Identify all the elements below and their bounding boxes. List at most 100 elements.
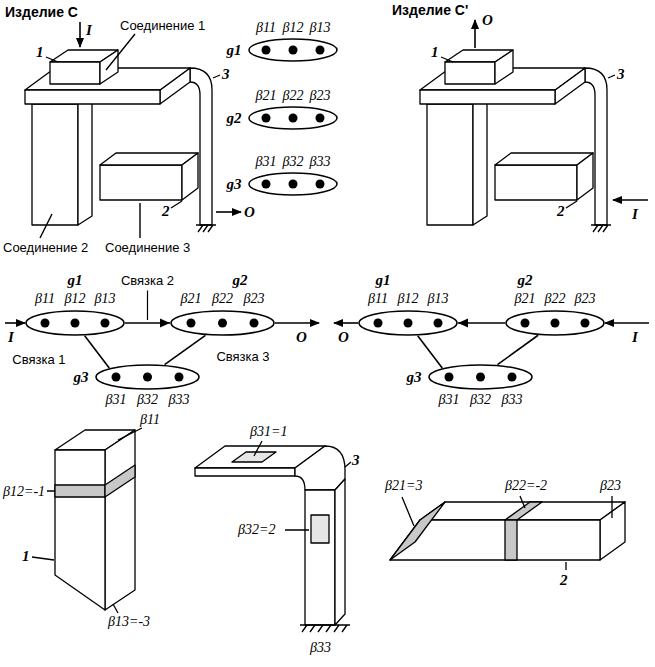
element-label: β23 (244, 291, 265, 307)
output-arrow (334, 322, 358, 324)
element-label: β13 (310, 20, 331, 36)
oval-outline (506, 311, 604, 335)
part-label: 3 (222, 66, 230, 83)
element-label: β22 (545, 291, 566, 307)
oval-outline (248, 106, 338, 130)
element-label: β31 (106, 392, 127, 408)
group-oval: g3β31β32β33 (95, 364, 200, 390)
element-dot (508, 373, 517, 382)
part-2-face (100, 165, 182, 200)
link-label: Связка 2 (119, 273, 176, 288)
element-label: β21 (515, 291, 536, 307)
element-label: β11 (35, 291, 55, 307)
element-dot (581, 319, 590, 328)
element-dot (262, 46, 271, 55)
output-arrow (275, 322, 319, 324)
oval-outline (249, 107, 337, 129)
element-dot (71, 319, 80, 328)
part-label: O (338, 329, 349, 346)
part-label: Изделие C' (392, 2, 468, 18)
element-dot (41, 319, 50, 328)
group-oval: g1β11β12β13 (25, 310, 125, 336)
oval-outline (95, 364, 200, 390)
leader-line (147, 291, 148, 321)
group-name: g3 (74, 369, 89, 386)
ground-hatch (196, 225, 216, 232)
group-name: g2 (233, 272, 248, 289)
part-1-drawing (32, 428, 142, 613)
part-label: 3 (617, 66, 625, 83)
element-dot (374, 319, 383, 328)
group-name: g1 (68, 272, 83, 289)
oval-outline (25, 310, 125, 336)
element-label: β13 (95, 291, 116, 307)
input-arrow (613, 199, 648, 201)
output-arrow (474, 20, 476, 48)
element-label: β12 (65, 291, 86, 307)
ground-hatch (300, 625, 350, 632)
part-3-strap (190, 68, 212, 225)
element-dot (316, 46, 325, 55)
part-3-drawing (195, 441, 351, 632)
link-line (85, 336, 110, 368)
link-connector (418, 336, 443, 368)
assembly-drawing (420, 50, 615, 232)
part-face (195, 468, 295, 476)
part-label: 2 (560, 572, 568, 589)
part-label: β33 (310, 640, 331, 656)
oval-outline (249, 39, 337, 61)
oval-outline (359, 311, 457, 335)
link-line (418, 336, 443, 368)
element-label: β11 (368, 291, 388, 307)
link-connector (165, 335, 206, 364)
element-label: β12 (398, 291, 419, 307)
arrow-head (458, 319, 468, 328)
input-arrow (5, 322, 25, 324)
part-label: O (296, 329, 307, 346)
part-label: 2 (162, 203, 170, 220)
group-oval: g2β21β22β23 (170, 310, 275, 336)
part-label: O (482, 12, 493, 29)
leader-line (46, 57, 220, 208)
element-dot (250, 319, 259, 328)
group-name: g3 (227, 176, 242, 193)
leader-line (40, 34, 140, 238)
surface-band (390, 502, 445, 560)
element-label: β12 (283, 20, 304, 36)
link-connector (85, 336, 110, 368)
oval-outline (170, 310, 275, 336)
part-label: β21=3 (385, 478, 422, 494)
oval-outline (505, 310, 605, 336)
oval-outline (171, 311, 274, 335)
element-dot (434, 319, 443, 328)
square-hole (232, 452, 276, 462)
element-dot (175, 373, 184, 382)
element-label: β33 (502, 392, 523, 408)
part-label: I (632, 329, 638, 346)
group-oval: g2β21β22β23 (248, 106, 338, 130)
part-label: β22=-2 (505, 478, 547, 494)
leader-line (402, 496, 612, 570)
part-label: β23 (600, 478, 621, 494)
surface-band (105, 465, 135, 497)
oval-outline (358, 310, 458, 336)
part-label: β13=-3 (108, 614, 150, 630)
part-2-face (182, 153, 198, 200)
element-dot (262, 114, 271, 123)
element-label: β22 (212, 291, 233, 307)
oval-outline (429, 365, 532, 389)
group-oval: g3β31β32β33 (428, 364, 533, 390)
oval-outline (249, 173, 337, 195)
element-label: β32 (137, 392, 158, 408)
element-dot (101, 319, 110, 328)
element-label: β22 (283, 88, 304, 104)
link-line (497, 335, 538, 364)
group-name: g1 (376, 272, 391, 289)
element-label: β33 (169, 392, 190, 408)
part-bend (295, 446, 345, 490)
part-2-face (100, 153, 198, 165)
part-label: β32=2 (238, 522, 275, 538)
part-label: Соединение 2 (3, 240, 88, 255)
leader-line (32, 428, 142, 613)
